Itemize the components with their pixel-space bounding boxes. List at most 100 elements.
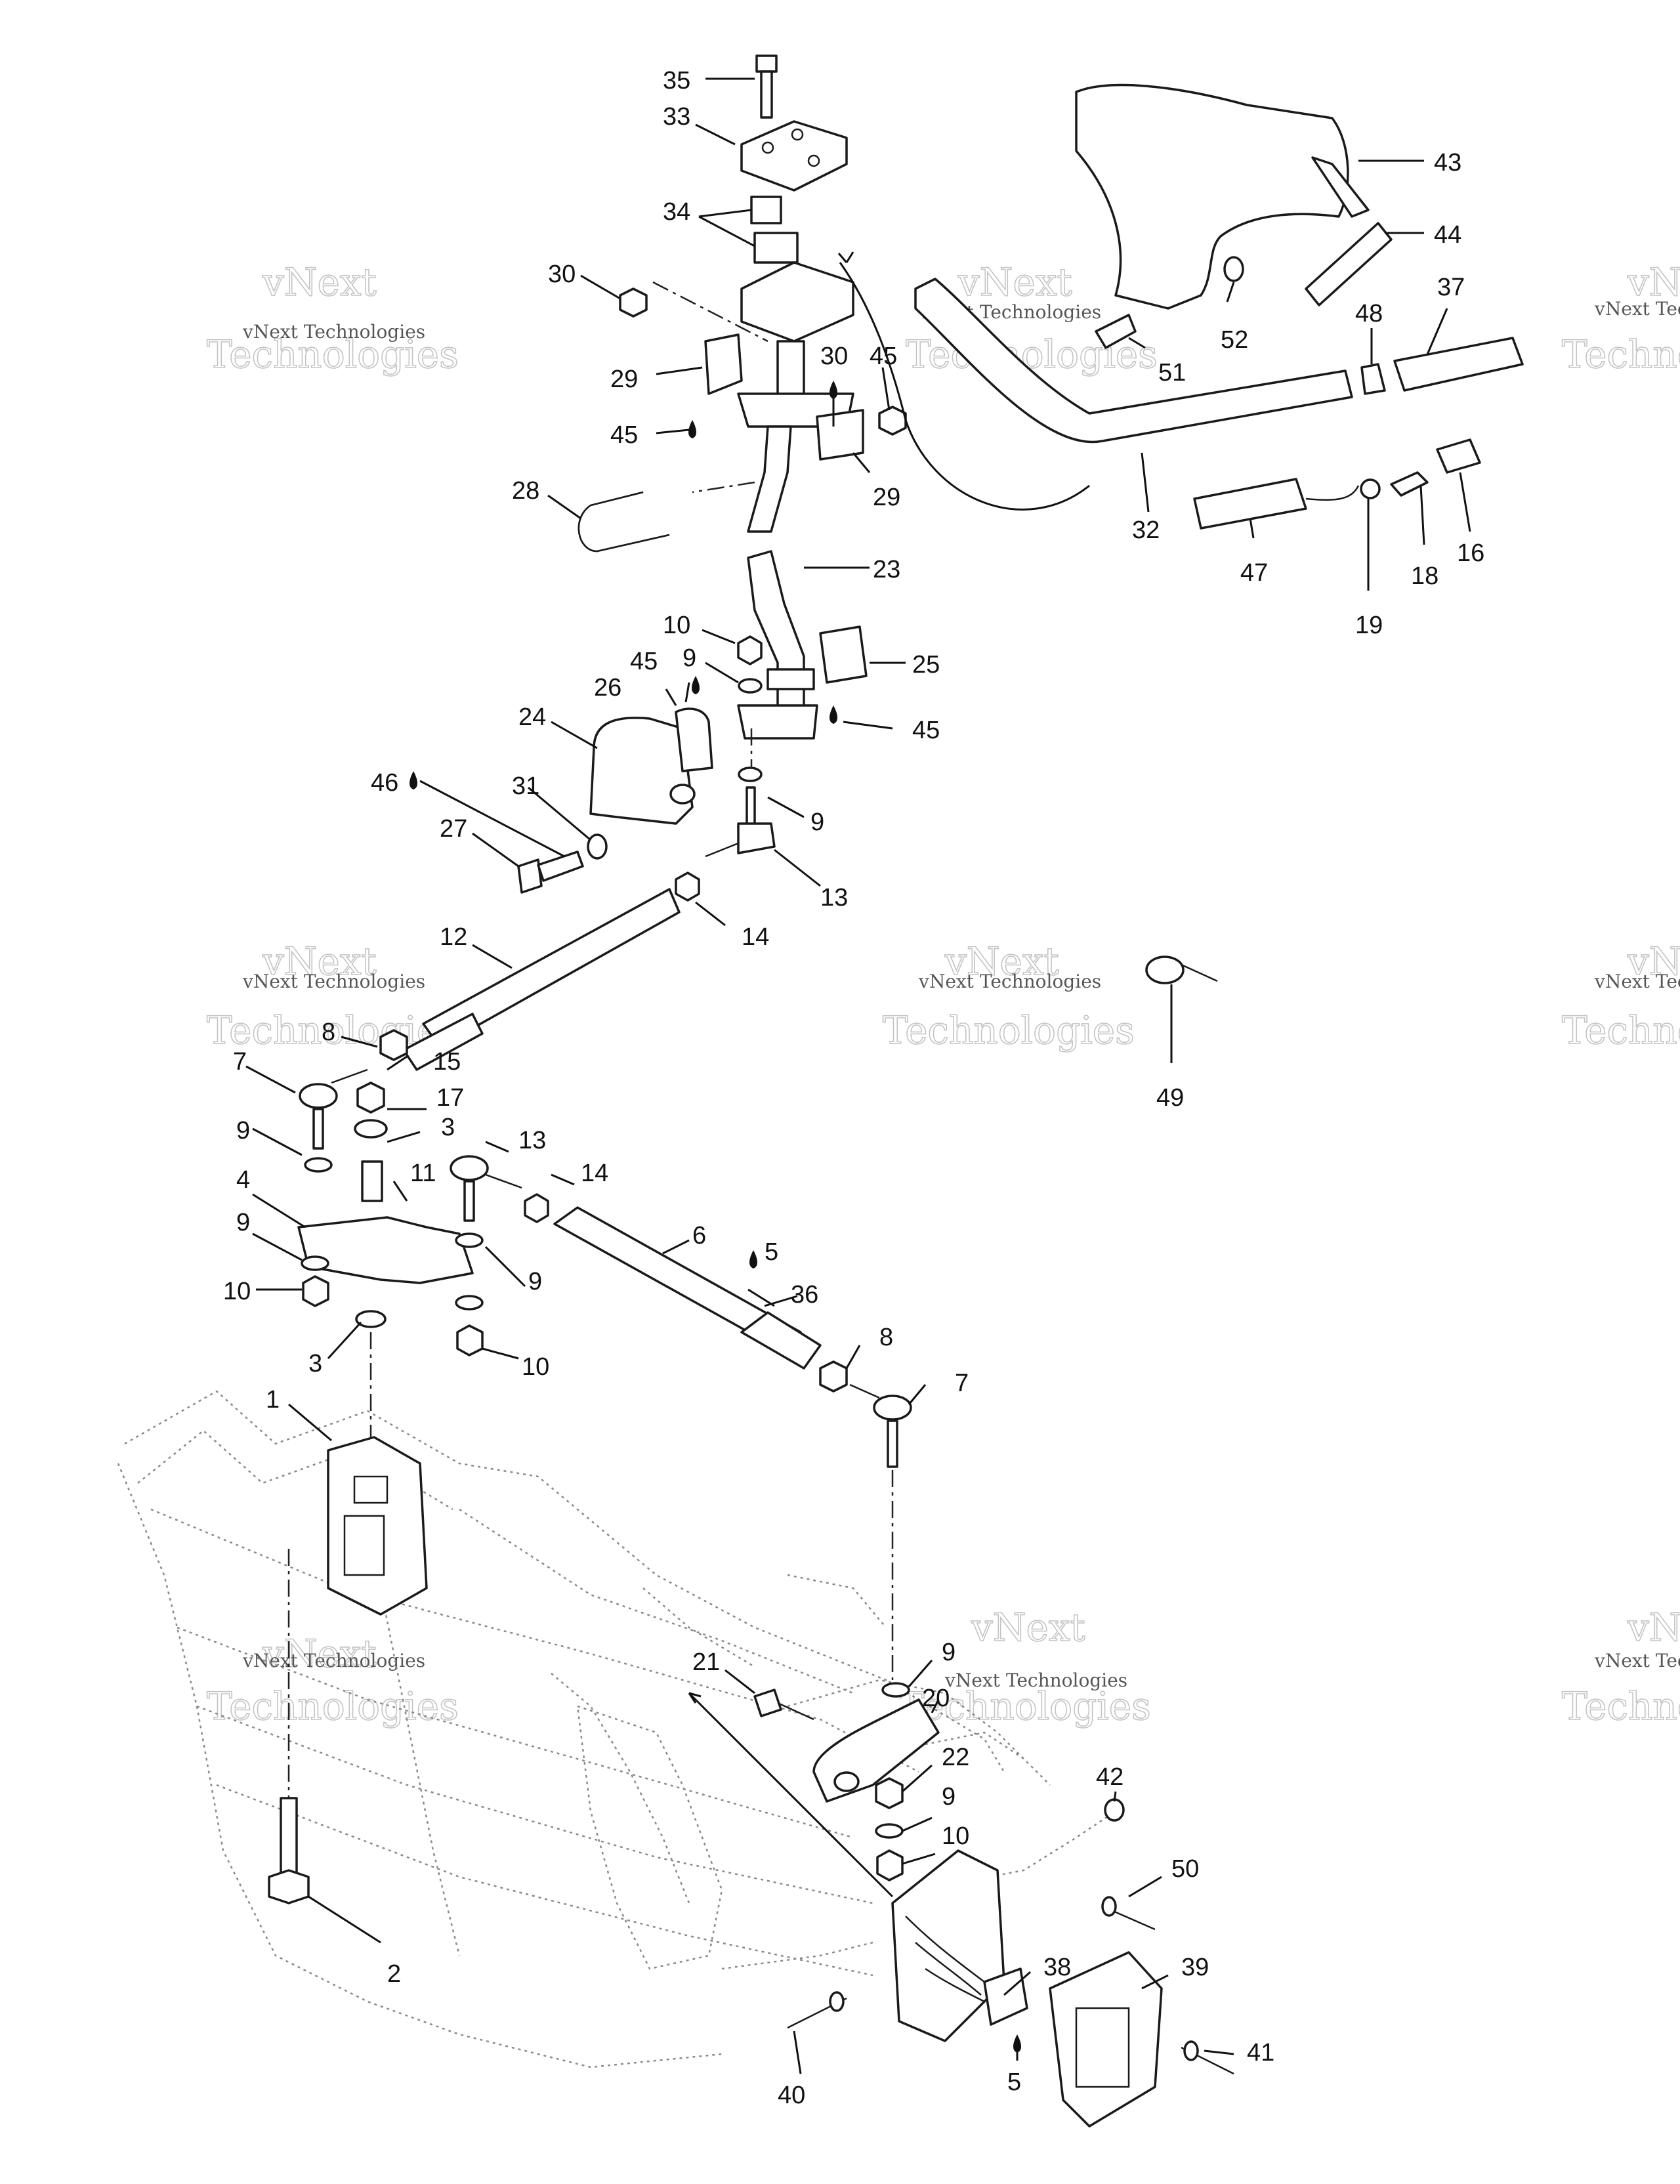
oil-drop-icon — [410, 771, 417, 789]
tie-rod-end — [740, 1311, 822, 1370]
bushing — [750, 196, 782, 224]
watermark-line: vNext Technologies — [918, 971, 1101, 992]
grip — [1393, 337, 1524, 392]
assembly-lines — [287, 251, 1090, 1898]
watermark-line: vNext Technologies — [1594, 971, 1680, 992]
watermark-line: vNext Technologies — [242, 1650, 425, 1671]
callout-number: 50 — [1171, 1855, 1199, 1883]
oil-drop-icon — [1013, 2034, 1021, 2053]
steering-support — [327, 1436, 428, 1616]
callout-number: 45 — [912, 717, 940, 744]
callout-number: 26 — [594, 674, 621, 702]
column-support — [740, 261, 854, 343]
callout-number: 27 — [440, 815, 467, 843]
half-bushing — [675, 707, 713, 772]
nut — [619, 287, 648, 318]
callout-number: 17 — [436, 1084, 464, 1112]
steering-column-assembly — [268, 54, 1234, 2128]
nut — [524, 1193, 549, 1223]
watermark-line: Technologies — [207, 1684, 459, 1729]
callout-number: 37 — [1437, 274, 1465, 301]
callout-number: 10 — [522, 1353, 549, 1381]
tie-strap — [1145, 956, 1185, 984]
watermark-line: Technologies — [1562, 1684, 1680, 1729]
watermark-line: Technologies — [207, 332, 459, 377]
pitman-arm — [297, 1216, 474, 1284]
callout-number: 1 — [266, 1386, 280, 1414]
watermark: vNext vNext Technologies Technologies — [1561, 1605, 1680, 1729]
watermark: vNext vNext Technologies Technologies — [1561, 259, 1680, 377]
callout-number: 13 — [820, 884, 848, 912]
callout-number: 40 — [778, 2082, 805, 2109]
callout-number: 13 — [518, 1127, 546, 1154]
callout-number: 45 — [610, 421, 638, 449]
callout-number: 45 — [870, 343, 897, 370]
bolt-head — [753, 1689, 782, 1717]
nut — [456, 1324, 484, 1356]
callout-number: 46 — [371, 769, 398, 797]
bolt-shank — [760, 70, 773, 119]
washer — [1104, 1798, 1125, 1822]
washer — [355, 1310, 387, 1328]
callout-number: 10 — [663, 612, 690, 639]
washer — [455, 1232, 484, 1248]
nut — [737, 635, 763, 665]
callout-number: 30 — [548, 261, 576, 288]
rivet — [1183, 2040, 1199, 2061]
watermark-line: Technologies — [883, 1008, 1135, 1053]
callout-number: 51 — [1158, 359, 1186, 387]
nut — [356, 1082, 385, 1114]
callout-number: 43 — [1434, 149, 1461, 177]
nut — [878, 406, 907, 436]
nut — [1223, 256, 1244, 282]
watermark-line: vNext — [971, 1605, 1085, 1650]
watermark: vNext vNext Technologies Technologies — [898, 1605, 1151, 1729]
nut — [819, 1360, 848, 1393]
watermark-line: vNext Technologies — [242, 321, 425, 343]
column-collar — [766, 668, 815, 690]
callout-number: 2 — [387, 1960, 401, 1988]
callout-number: 21 — [692, 1648, 720, 1676]
callout-number: 25 — [912, 651, 940, 679]
ball-joint — [299, 1083, 338, 1109]
callout-number: 33 — [663, 103, 690, 131]
cover-vent — [1311, 156, 1370, 218]
washer — [354, 1119, 388, 1139]
ball-joint-stud — [463, 1180, 475, 1222]
callout-number: 52 — [1221, 326, 1248, 354]
callout-number: 7 — [955, 1370, 969, 1397]
callout-number: 5 — [1007, 2068, 1021, 2096]
callout-number: 3 — [308, 1350, 322, 1377]
lanyard-cap — [1436, 438, 1481, 474]
watermark-line: vNext — [944, 939, 1059, 984]
watermark-line: vNext — [262, 1631, 377, 1676]
callout-number: 45 — [630, 648, 658, 675]
oil-drop-icon — [830, 705, 837, 724]
watermark: vNext vNext Technologies Technologies — [882, 938, 1135, 1053]
watermark-layer: vNext vNext Technologies Technologies vN… — [206, 259, 1680, 1729]
oil-drop-icon — [749, 1250, 757, 1269]
boot-nozzle — [983, 1967, 1028, 2026]
callout-number: 10 — [942, 1822, 969, 1850]
bolt-head — [517, 858, 543, 894]
nut — [302, 1275, 329, 1307]
lanyard-ring — [1360, 478, 1381, 499]
washer — [455, 1295, 484, 1311]
throttle-grip — [1193, 478, 1307, 530]
callout-number: 11 — [410, 1160, 436, 1187]
callout-number: 6 — [692, 1222, 706, 1250]
callout-number: 35 — [663, 67, 690, 94]
nut — [675, 872, 700, 902]
callout-number: 23 — [873, 556, 900, 583]
callout-number: 48 — [1355, 300, 1383, 327]
column-shaft-upper — [747, 425, 792, 533]
grip-pad — [1305, 222, 1393, 306]
half-bushing — [704, 333, 743, 395]
ball-joint — [873, 1395, 912, 1421]
steering-boot-plate — [891, 1849, 1005, 2042]
callout-number: 9 — [942, 1783, 956, 1811]
callout-number: 31 — [512, 772, 539, 800]
ball-joint-stud — [887, 1419, 898, 1468]
watermark-line: vNext Technologies — [242, 971, 425, 992]
watermark: vNext vNext Technologies Technologies — [1561, 938, 1680, 1053]
